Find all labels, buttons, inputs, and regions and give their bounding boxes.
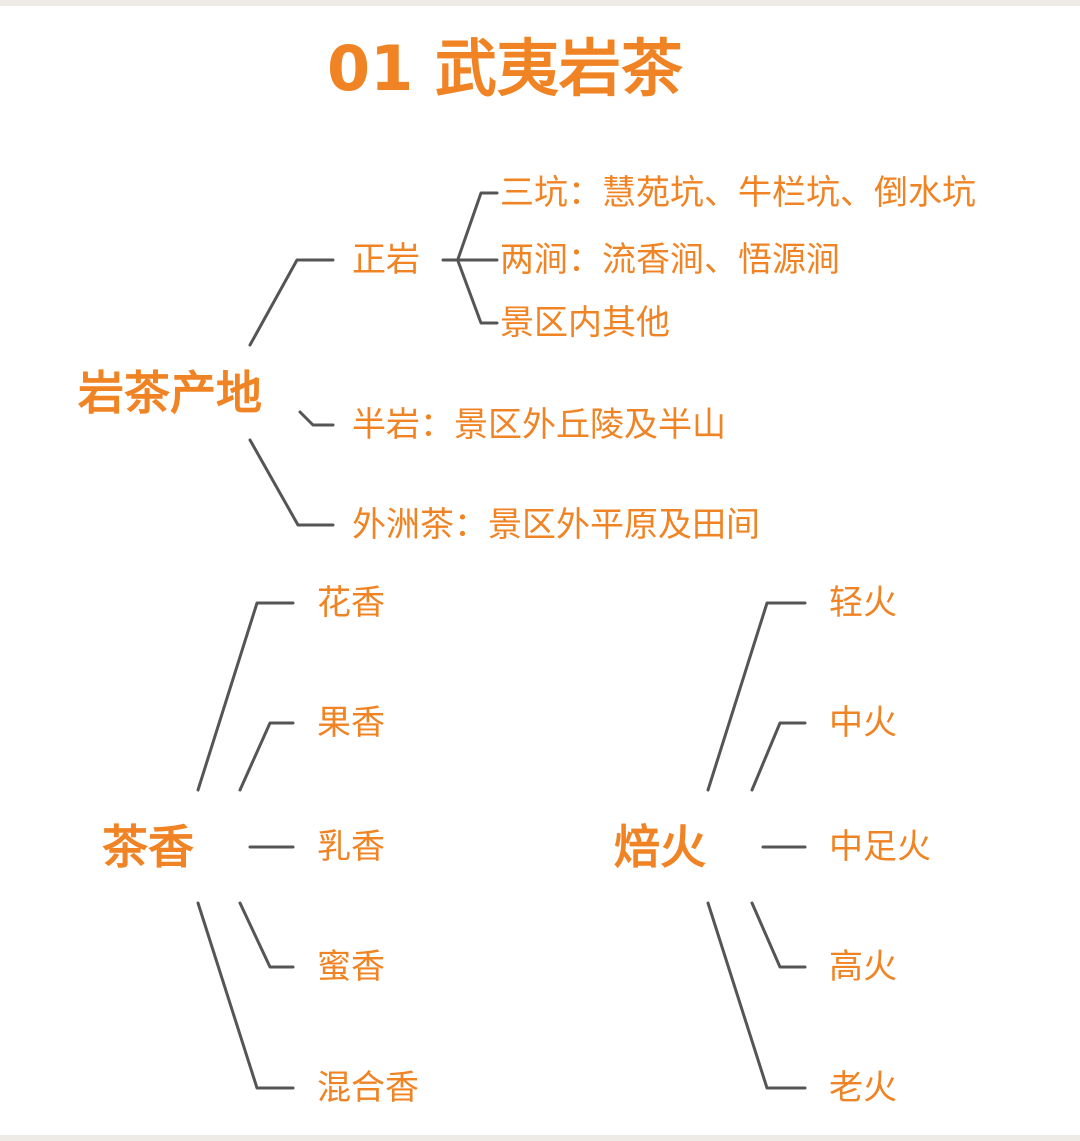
zhengyan-label: 正岩 (352, 240, 420, 280)
waizhou-label: 外洲茶：景区外平原及田间 (352, 505, 760, 545)
connector-aroma-flower (196, 601, 295, 792)
top-border (0, 0, 1080, 6)
connector-roast-old (706, 901, 807, 1090)
aroma-item: 混合香 (317, 1068, 419, 1108)
aroma-item: 果香 (317, 703, 385, 743)
connector-roast-medium (750, 721, 807, 792)
roast-item: 轻火 (829, 583, 897, 623)
connector-origin-waizhou (248, 438, 335, 527)
aroma-root-label: 茶香 (102, 820, 194, 874)
connector-zhengyan-sankeng (456, 191, 499, 261)
origin-root-label: 岩茶产地 (78, 366, 262, 420)
zhengyan-other: 景区内其他 (500, 303, 670, 343)
roast-root-label: 焙火 (614, 820, 706, 874)
zhengyan-sankeng: 三坑：慧苑坑、牛栏坑、倒水坑 (500, 173, 976, 213)
connector-aroma-mixed (196, 901, 295, 1090)
aroma-item: 花香 (317, 583, 385, 623)
roast-item: 高火 (829, 947, 897, 987)
connector-zhengyan-other (456, 259, 499, 325)
connector-aroma-fruit (238, 721, 295, 792)
roast-item: 老火 (829, 1068, 897, 1108)
connector-roast-high (750, 901, 807, 969)
bottom-border (0, 1135, 1080, 1141)
zhengyan-liangjian: 两涧：流香涧、悟源涧 (500, 240, 840, 280)
banyan-label: 半岩：景区外丘陵及半山 (352, 405, 726, 445)
connector-aroma-honey (238, 901, 295, 969)
connector-origin-zhengyan (248, 258, 335, 347)
aroma-item: 蜜香 (317, 947, 385, 987)
connector-origin-banyan (298, 410, 335, 427)
connector-roast-light (706, 601, 807, 792)
aroma-item: 乳香 (317, 827, 385, 867)
roast-item: 中足火 (829, 827, 931, 867)
page-title: 01 武夷岩茶 (327, 32, 683, 105)
roast-item: 中火 (829, 703, 897, 743)
